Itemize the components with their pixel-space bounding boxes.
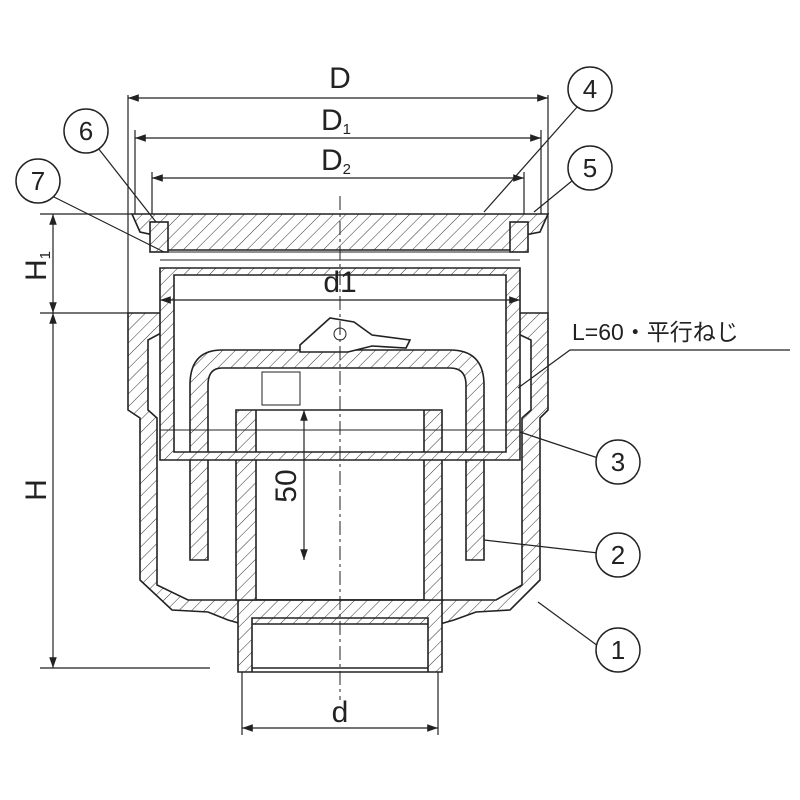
- callout-2-label: 2: [611, 540, 625, 570]
- rim-left: [149, 221, 169, 253]
- callout-6-label: 6: [79, 116, 93, 146]
- dim-D1: D1: [321, 104, 351, 138]
- callout-2: 2: [595, 532, 641, 578]
- outlet-socket: [237, 599, 443, 673]
- dim-H1: H1: [20, 251, 54, 281]
- dim-D: D: [329, 62, 351, 95]
- callout-3-label: 3: [611, 447, 625, 477]
- rim-right: [509, 221, 529, 253]
- callout-4-label: 4: [583, 74, 597, 104]
- dim-depth-50: 50: [270, 469, 303, 502]
- callout-6: 6: [63, 108, 109, 154]
- thread-note: L=60・平行ねじ: [572, 319, 739, 345]
- dim-D2: D2: [321, 144, 351, 178]
- callout-4: 4: [567, 66, 613, 112]
- callout-1-label: 1: [611, 635, 625, 665]
- trap-cap-lever: [299, 317, 412, 353]
- callout-7-label: 7: [31, 166, 45, 196]
- callout-5-label: 5: [583, 153, 597, 183]
- dim-H: H: [20, 479, 53, 501]
- callout-3: 3: [595, 439, 641, 485]
- inner-riser: [235, 409, 443, 601]
- callout-1: 1: [595, 627, 641, 673]
- dim-d: d: [332, 696, 349, 729]
- callout-7: 7: [15, 158, 61, 204]
- callout-5: 5: [567, 145, 613, 191]
- dim-d1: d1: [323, 266, 356, 299]
- trap-cup: [189, 349, 485, 561]
